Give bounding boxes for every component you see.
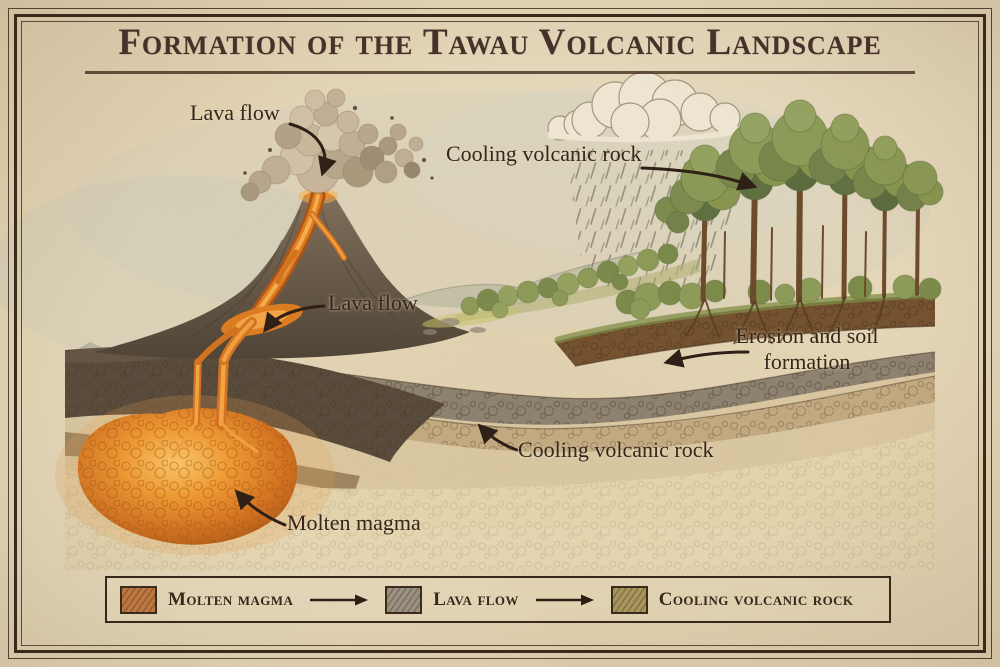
label-molten-magma: Molten magma bbox=[287, 510, 421, 535]
legend-item-molten-magma: Molten magma bbox=[120, 585, 294, 614]
legend-label-cooling-volcanic-rock: Cooling volcanic rock bbox=[658, 588, 854, 610]
legend-item-cooling-volcanic-rock: Cooling volcanic rock bbox=[610, 585, 854, 614]
label-lava-flow-top: Lava flow bbox=[190, 100, 280, 125]
legend-arrow-icon bbox=[534, 593, 596, 607]
legend-label-lava-flow: Lava flow bbox=[433, 588, 519, 610]
legend-label-molten-magma: Molten magma bbox=[168, 588, 294, 610]
cooling-volcanic-rock-swatch bbox=[610, 585, 648, 614]
molten-magma-swatch bbox=[120, 585, 157, 614]
legend: Molten magma Lava flow Cooling volcanic … bbox=[105, 576, 891, 623]
label-cooling-volcanic-rock-top: Cooling volcanic rock bbox=[446, 141, 642, 166]
lava-flow-swatch bbox=[385, 585, 423, 614]
page-title: Formation of the Tawau Volcanic Landscap… bbox=[118, 22, 882, 63]
legend-item-lava-flow: Lava flow bbox=[385, 585, 519, 614]
label-erosion-and-soil-formation: Erosion and soil formation bbox=[735, 323, 879, 375]
legend-arrow-icon bbox=[308, 593, 370, 607]
label-cooling-volcanic-rock-bottom: Cooling volcanic rock bbox=[518, 437, 714, 462]
title-rule bbox=[85, 71, 915, 74]
label-lava-flow-mid: Lava flow bbox=[328, 290, 418, 315]
